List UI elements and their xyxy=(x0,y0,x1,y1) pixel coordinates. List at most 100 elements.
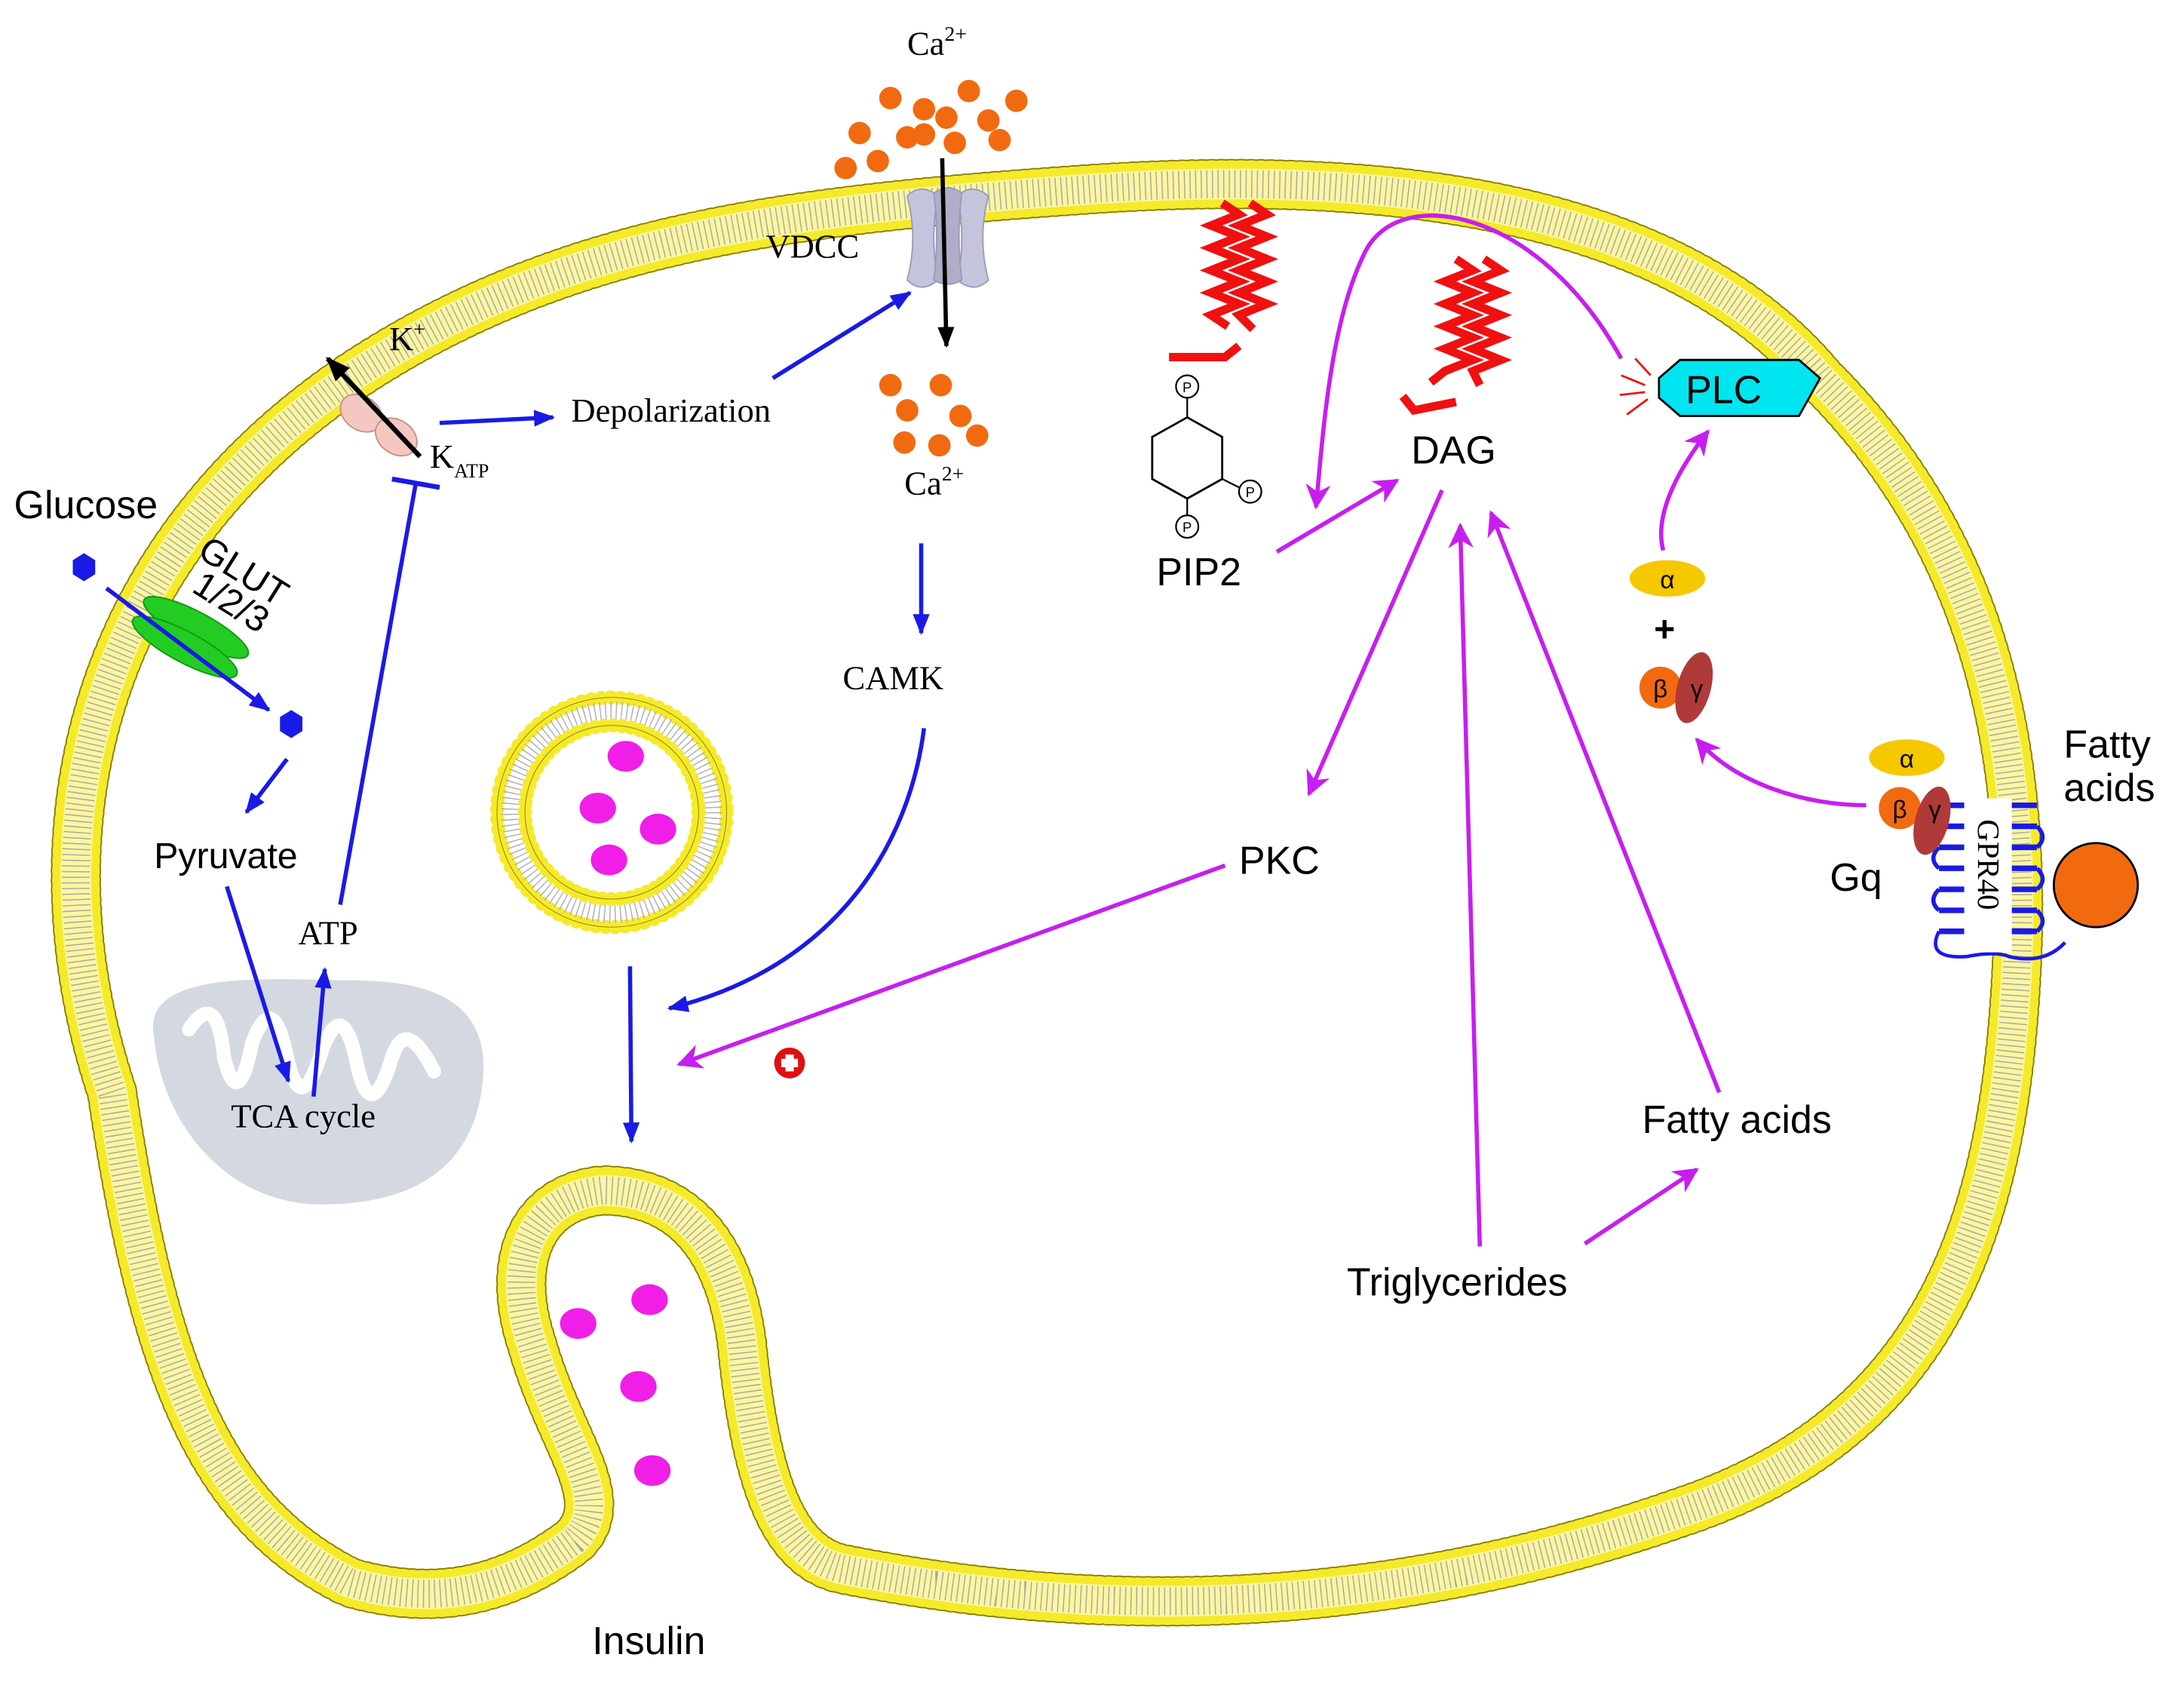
glucose-inside-icon xyxy=(280,710,302,738)
fatty-acids-outside-label-line2: acids xyxy=(2063,766,2155,810)
gpr40-receptor xyxy=(1931,798,2066,961)
katp-label-sub: ATP xyxy=(454,460,489,482)
calcium-ions xyxy=(834,79,1028,457)
calcium-inside-base: Ca xyxy=(904,464,942,502)
katp-label-base: K xyxy=(430,437,454,475)
insulin-granule xyxy=(590,844,627,876)
plc-activation-spark-icon xyxy=(1619,358,1652,416)
vdcc-channel xyxy=(906,186,989,288)
alpha-bound-label: α xyxy=(1900,746,1914,774)
gq-protein-bound xyxy=(1869,739,1951,855)
potassium-label-base: K xyxy=(389,320,413,358)
potassium-label-sup: + xyxy=(413,318,425,342)
katp-label: KATP xyxy=(430,437,489,482)
insulin-granule xyxy=(620,1370,657,1402)
insulin-granule xyxy=(631,1284,668,1315)
pip2-label: PIP2 xyxy=(1156,551,1241,594)
triglycerides-to-fatty-acids-arrow xyxy=(1583,1168,1699,1246)
purple-arrows xyxy=(676,213,1867,1247)
alpha-subunit-bound xyxy=(1869,739,1945,776)
atp-inhibition-line xyxy=(338,483,419,905)
fatty-acids-inside-label: Fatty acids xyxy=(1643,1098,1832,1142)
glucose-uptake-arrow xyxy=(105,586,271,712)
calcium-ion xyxy=(977,109,1000,132)
beta-free-label: β xyxy=(1653,676,1667,704)
dag-to-pkc-arrow xyxy=(1306,489,1444,796)
gq-label: Gq xyxy=(1830,856,1882,900)
calcium-ion xyxy=(893,431,916,454)
gamma-bound-label: γ xyxy=(1928,796,1941,824)
katp-to-depolarization-arrow xyxy=(439,410,556,427)
gq-protein-free xyxy=(1629,560,1713,723)
gamma-free-label: γ xyxy=(1691,676,1704,704)
calcium-ion xyxy=(928,434,951,457)
insulin-granule xyxy=(560,1308,597,1340)
calcium-ion xyxy=(834,156,857,180)
camk-to-exocytosis-arrow xyxy=(667,728,926,1012)
glucose-label: Glucose xyxy=(14,483,158,527)
plc-enzyme xyxy=(1658,358,1822,417)
calcium-outside-label: Ca2+ xyxy=(907,23,967,63)
calcium-ion xyxy=(896,126,919,149)
potassium-efflux-arrow xyxy=(326,356,422,459)
alpha-subunit-free xyxy=(1629,560,1706,597)
calcium-ion xyxy=(913,123,936,146)
pkc-to-exocytosis-arrow xyxy=(676,863,1226,1069)
inhibition-bar xyxy=(391,476,440,490)
insulin-granule xyxy=(579,792,616,824)
calcium-influx-arrow xyxy=(937,158,955,348)
calcium-ion xyxy=(879,373,902,397)
calcium-ion xyxy=(957,79,980,103)
camk-label: CAMK xyxy=(843,659,944,697)
calcium-inside-label: Ca2+ xyxy=(904,462,964,502)
fatty-acids-to-dag-arrow xyxy=(1487,510,1722,1094)
tca-cycle-label: TCA cycle xyxy=(231,1097,376,1135)
dag-label: DAG xyxy=(1411,429,1496,473)
calcium-ion xyxy=(929,373,952,397)
pip2-molecule xyxy=(1151,199,1279,539)
gamma-subunit-free xyxy=(1675,652,1713,723)
vdcc-label: VDCC xyxy=(765,228,859,265)
calcium-ion xyxy=(896,399,919,422)
vesicle-to-exocytosis-arrow xyxy=(622,966,640,1144)
insulin-label: Insulin xyxy=(592,1619,705,1663)
insulin-granule xyxy=(607,741,644,772)
insulin-granules xyxy=(560,741,676,1487)
triglycerides-label: Triglycerides xyxy=(1347,1261,1568,1305)
calcium-ion xyxy=(867,149,889,173)
plc-label: PLC xyxy=(1686,369,1762,413)
calcium-outside-sup: 2+ xyxy=(944,23,967,46)
beta-bound-label: β xyxy=(1893,796,1907,824)
insulin-granule xyxy=(633,1455,671,1487)
calcium-ion xyxy=(988,128,1011,152)
blue-arrows xyxy=(105,290,930,1144)
phosphate-label: P xyxy=(1182,379,1192,395)
fatty-acids-outside-label-line1: Fatty xyxy=(2063,723,2151,767)
glucose-outside-icon xyxy=(72,553,96,582)
plc-to-dag-curve-arrow xyxy=(1305,213,1624,510)
calcium-inside-sup: 2+ xyxy=(942,462,965,486)
fatty-acid-ligand xyxy=(2052,842,2140,928)
calcium-ion xyxy=(879,87,902,109)
depolarization-label: Depolarization xyxy=(571,391,771,429)
gq-release-arrow xyxy=(1695,737,1867,808)
calcium-outside-base: Ca xyxy=(907,24,945,62)
tca-to-atp-arrow xyxy=(311,967,332,1097)
calcium-ion xyxy=(949,404,972,428)
pkc-label: PKC xyxy=(1239,839,1320,883)
cell-membrane xyxy=(51,158,2044,1627)
calcium-ion xyxy=(1005,89,1028,112)
glucose-to-pyruvate-arrow xyxy=(244,757,289,815)
potassium-label: K+ xyxy=(389,318,425,358)
katp-channel xyxy=(339,393,418,457)
pyruvate-to-tca-arrow xyxy=(225,886,291,1084)
gpr40-label: GPR40 xyxy=(1971,819,2005,910)
calcium-ion xyxy=(943,131,966,155)
calcium-ion xyxy=(965,424,989,447)
dag-molecule xyxy=(1399,255,1513,416)
insulin-granule xyxy=(640,813,676,845)
mitochondrion xyxy=(152,979,484,1205)
calcium-ion xyxy=(913,97,936,121)
alpha-free-label: α xyxy=(1660,566,1674,594)
